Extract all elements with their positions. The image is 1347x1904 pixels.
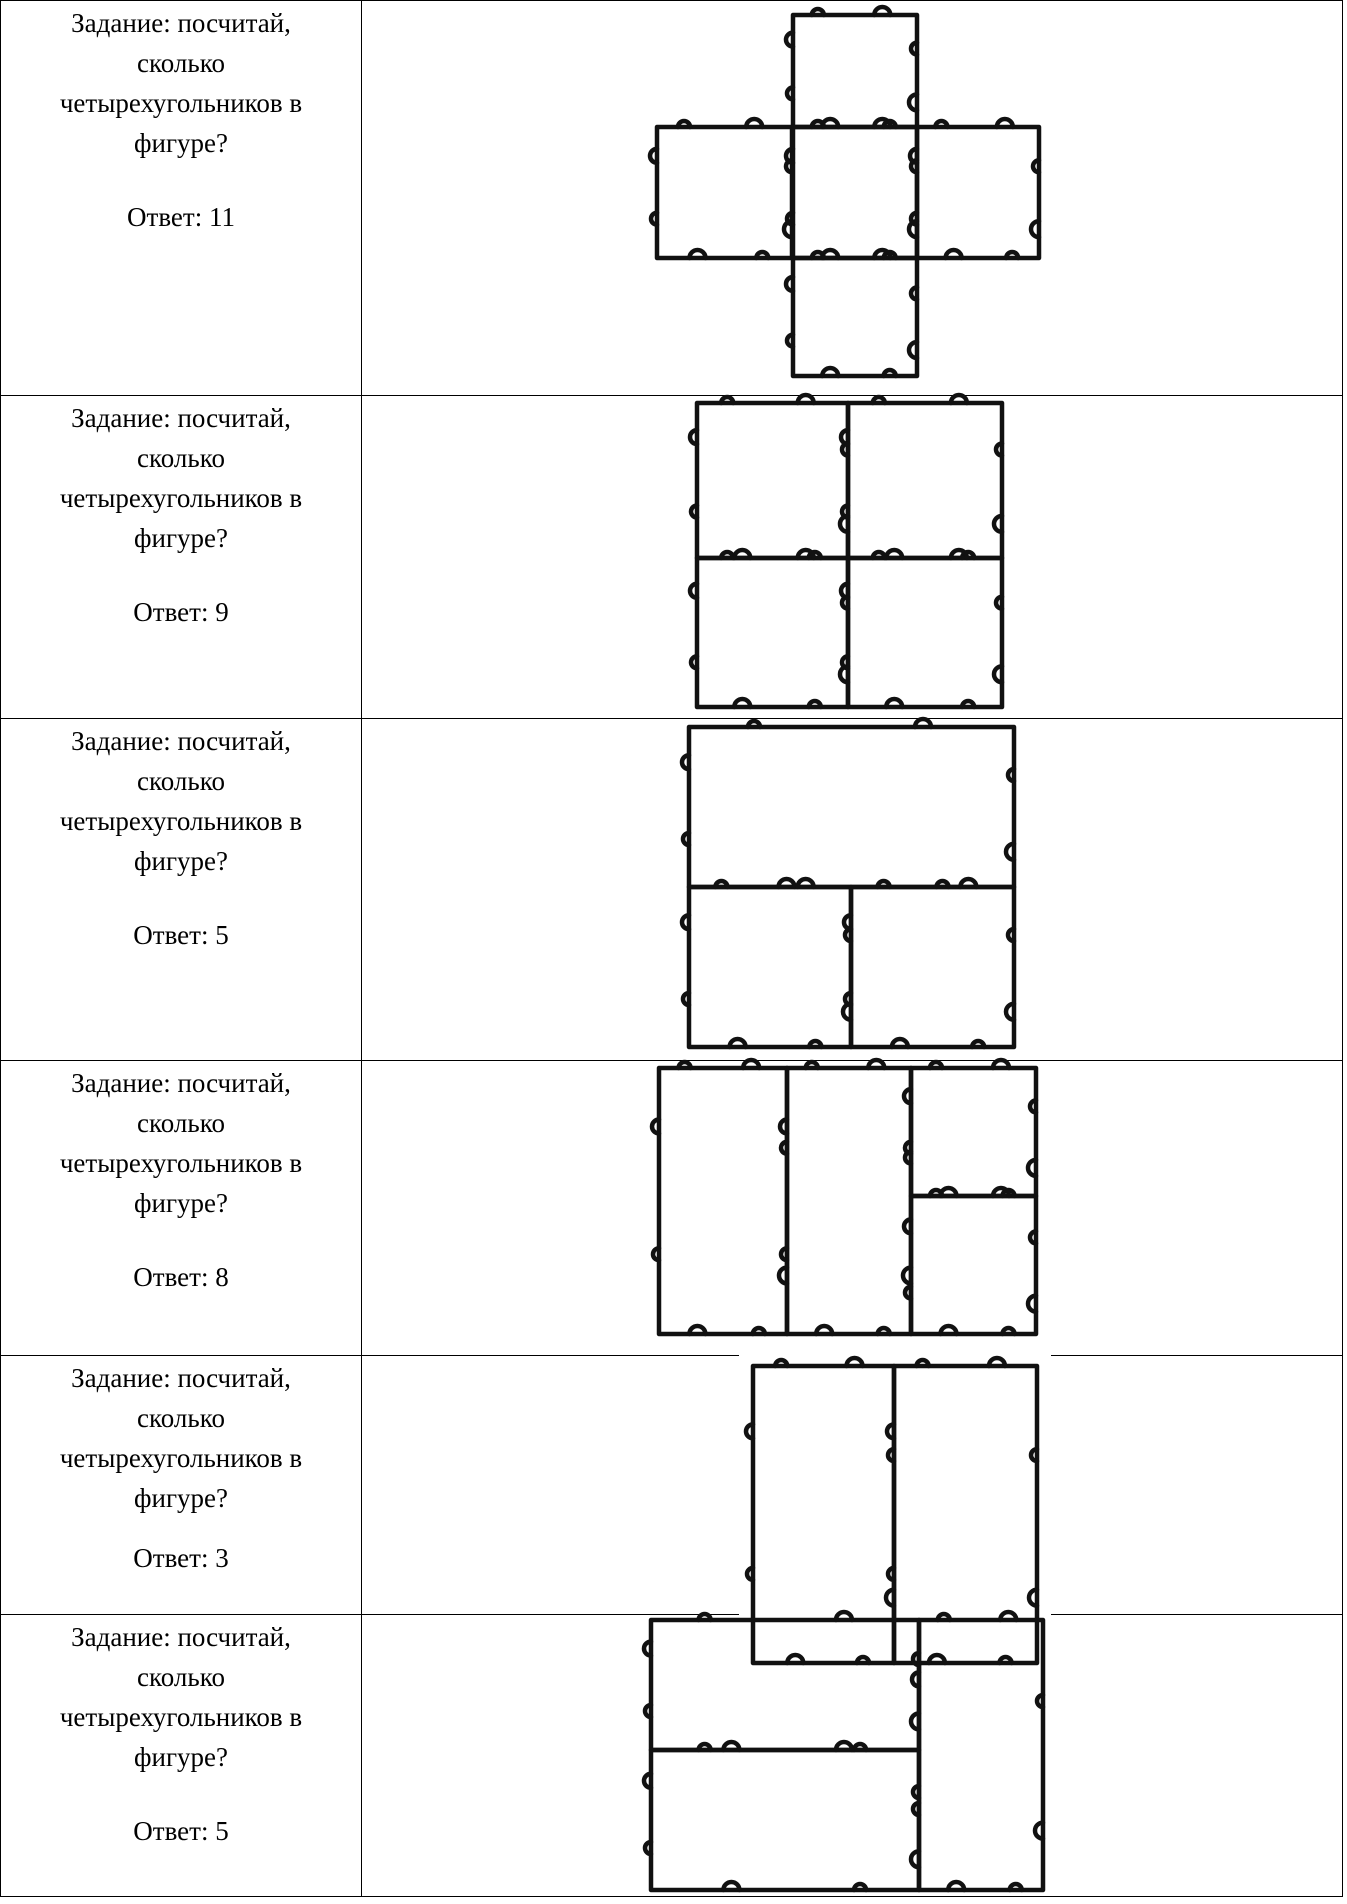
task-row-5: Задание: посчитай, сколько четырехугольн… [0, 1355, 1343, 1615]
figure-cell [362, 719, 1343, 1061]
task-row-3: Задание: посчитай, сколько четырехугольн… [0, 718, 1343, 1061]
task-question: Задание: посчитай, сколько четырехугольн… [59, 403, 303, 553]
task-text-cell: Задание: посчитай, сколько четырехугольн… [0, 1356, 362, 1615]
task-row-4: Задание: посчитай, сколько четырехугольн… [0, 1060, 1343, 1356]
task-answer: Ответ: 3 [133, 1543, 229, 1573]
task-row-2: Задание: посчитай, сколько четырехугольн… [0, 395, 1343, 719]
task-text-cell: Задание: посчитай, сколько четырехугольн… [0, 1061, 362, 1356]
task-text-cell: Задание: посчитай, сколько четырехугольн… [0, 1615, 362, 1896]
task-question: Задание: посчитай, сколько четырехугольн… [59, 1363, 303, 1513]
task-question: Задание: посчитай, сколько четырехугольн… [59, 8, 303, 158]
task-text-cell: Задание: посчитай, сколько четырехугольн… [0, 396, 362, 719]
task-row-6: Задание: посчитай, сколько четырехугольн… [0, 1614, 1343, 1897]
task-text-cell: Задание: посчитай, сколько четырехугольн… [0, 719, 362, 1061]
figure-cell [362, 396, 1343, 719]
task-answer: Ответ: 5 [133, 920, 229, 950]
task-answer: Ответ: 11 [127, 202, 235, 232]
task-question: Задание: посчитай, сколько четырехугольн… [59, 726, 303, 876]
figure-cell [362, 1061, 1343, 1356]
task-question: Задание: посчитай, сколько четырехугольн… [59, 1068, 303, 1218]
figure-cell [362, 1615, 1343, 1896]
task-answer: Ответ: 5 [133, 1816, 229, 1846]
figure-cell [362, 1356, 1343, 1615]
task-text-cell: Задание: посчитай, сколько четырехугольн… [0, 1, 362, 396]
task-question: Задание: посчитай, сколько четырехугольн… [59, 1622, 303, 1772]
task-answer: Ответ: 8 [133, 1262, 229, 1292]
figure-cell [362, 1, 1343, 396]
task-row-1: Задание: посчитай, сколько четырехугольн… [0, 0, 1343, 396]
task-answer: Ответ: 9 [133, 597, 229, 627]
